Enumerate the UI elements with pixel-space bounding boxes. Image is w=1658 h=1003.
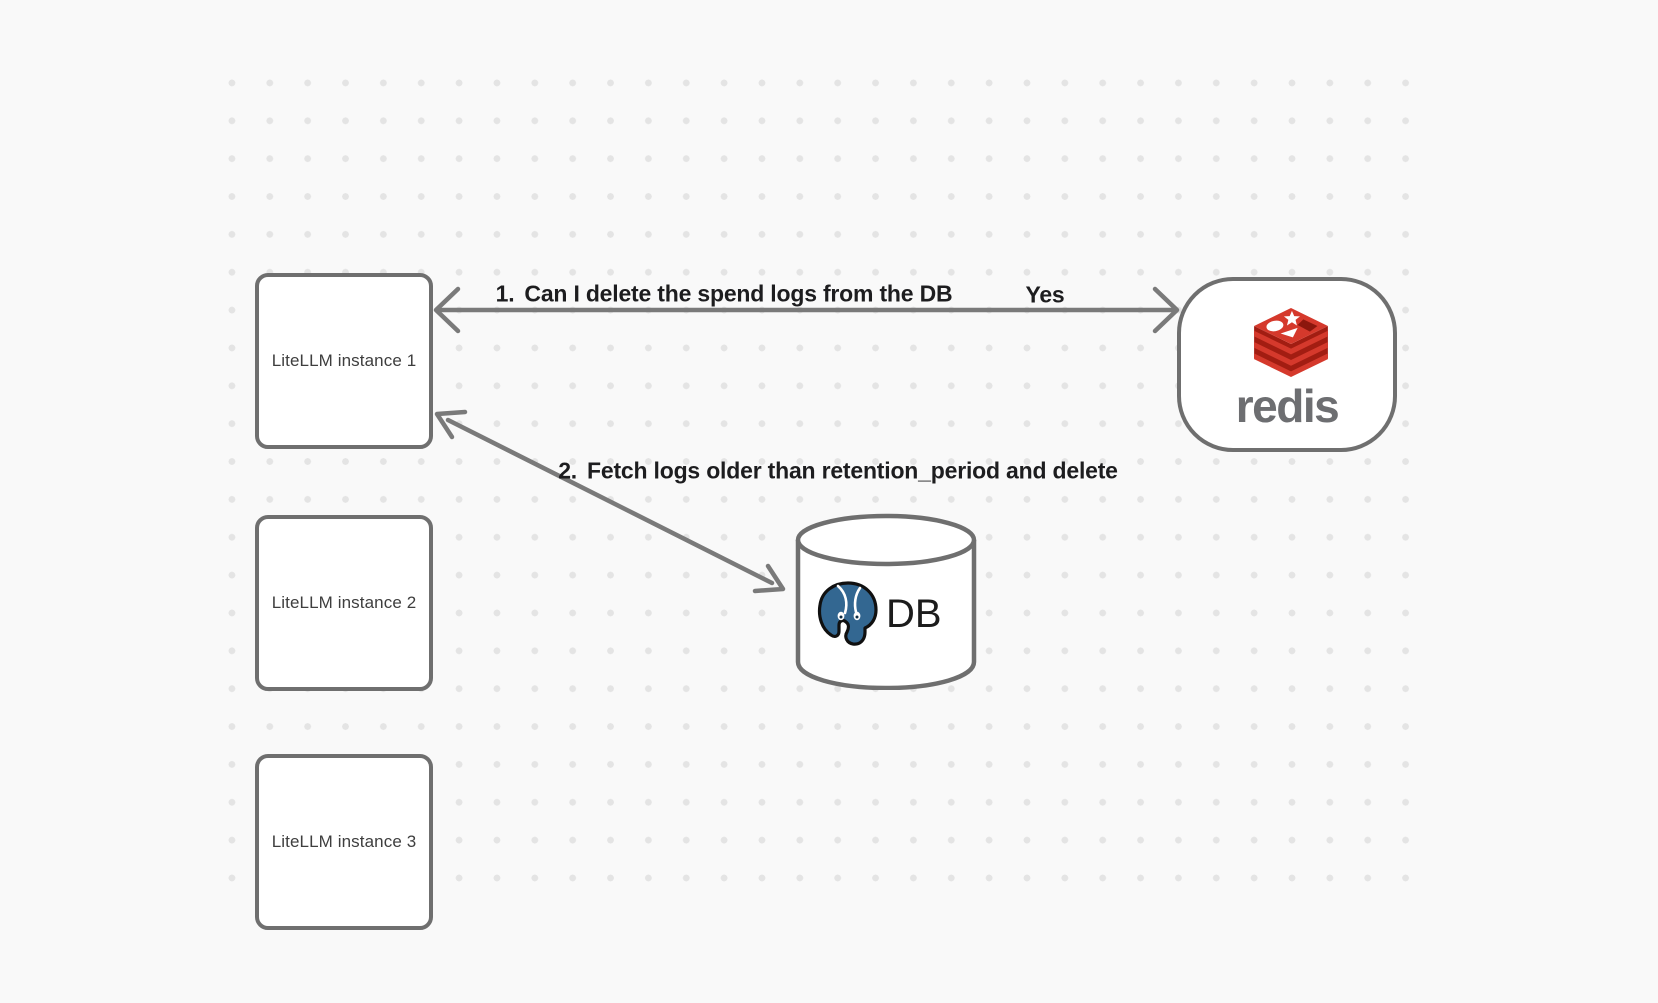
message-1-reply: Yes <box>1025 281 1065 308</box>
postgres-elephant-head <box>817 581 878 646</box>
node-litellm-instance-1[interactable]: LiteLLM instance 1 <box>255 273 433 449</box>
db-cylinder-shape <box>795 513 977 690</box>
redis-stack-layer-3 <box>1254 353 1328 378</box>
node-redis[interactable]: redis <box>1177 277 1397 452</box>
postgres-pupil-left <box>839 615 843 619</box>
message-2-label: 2. Fetch logs older than retention_period… <box>558 458 1118 485</box>
node-litellm-instance-3[interactable]: LiteLLM instance 3 <box>255 754 433 930</box>
litellm-instance-3-label: LiteLLM instance 3 <box>271 832 417 851</box>
arrow-litellm1-redis[interactable] <box>433 286 1180 334</box>
postgres-pupil-right <box>855 615 859 619</box>
db-label: DB <box>886 592 942 636</box>
postgresql-logo-icon <box>817 581 878 646</box>
arrow-1-head-right <box>1152 286 1180 334</box>
postgres-tail-curl <box>822 634 830 643</box>
arrow-2-head-bottom <box>752 563 786 594</box>
litellm-instance-2-label: LiteLLM instance 2 <box>271 593 417 612</box>
arrow-2-line <box>445 417 775 586</box>
redis-circle-shape <box>1266 320 1284 332</box>
arrow-litellm1-db[interactable] <box>434 409 786 594</box>
postgres-face-line-right <box>853 586 862 614</box>
message-1-text: Can I delete the spend logs from the DB <box>524 280 953 307</box>
message-2-text: Fetch logs older than retention_period a… <box>587 457 1118 484</box>
arrow-1-head-left <box>433 286 461 334</box>
redis-logo-icon <box>1254 308 1328 378</box>
redis-notch-shape <box>1297 319 1318 332</box>
redis-stack-layer-1 <box>1254 330 1328 355</box>
postgres-face-line-left <box>836 584 848 615</box>
node-litellm-instance-2[interactable]: LiteLLM instance 2 <box>255 515 433 691</box>
redis-triangle-shape <box>1280 327 1298 338</box>
redis-wordmark: redis <box>1235 380 1340 432</box>
redis-star-shape <box>1283 310 1300 326</box>
litellm-instance-1-label: LiteLLM instance 1 <box>271 351 417 370</box>
message-1-number: 1. <box>495 280 515 307</box>
db-cylinder-body <box>795 540 977 690</box>
message-1-label: 1. Can I delete the spend logs from the D… <box>496 281 953 308</box>
node-db[interactable]: DB <box>794 512 978 690</box>
message-2-number: 2. <box>558 457 578 484</box>
redis-stack-layer-2 <box>1254 342 1328 366</box>
arrow-2-head-top <box>434 409 468 440</box>
db-cylinder-top <box>795 513 977 567</box>
